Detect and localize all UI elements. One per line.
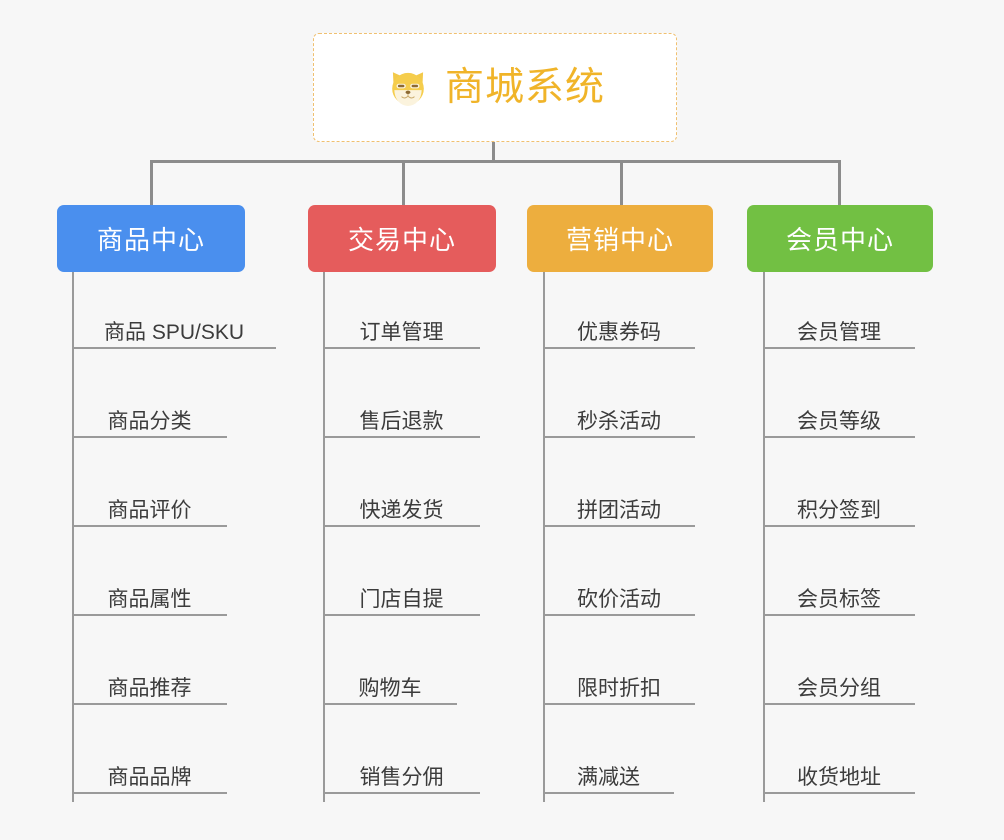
connector-trunk [492, 142, 495, 162]
list-item[interactable]: 商品评价 [72, 493, 227, 527]
category-box-products[interactable]: 商品中心 [57, 205, 245, 272]
page-title: 商城系统 [444, 66, 605, 109]
column-stem-4 [763, 272, 765, 802]
root-node-card[interactable]: 商城系统 [313, 33, 677, 142]
list-item-label: 砍价活动 [577, 587, 661, 611]
list-item[interactable]: 快递发货 [323, 493, 480, 527]
list-item[interactable]: 限时折扣 [543, 671, 695, 705]
shiba-dog-icon [385, 65, 431, 111]
list-item-label: 商品推荐 [107, 676, 192, 700]
list-item[interactable]: 商品 SPU/SKU [72, 315, 276, 349]
category-label: 会员中心 [785, 225, 894, 255]
list-item[interactable]: 购物车 [323, 671, 457, 705]
list-item-label: 门店自提 [359, 587, 444, 611]
connector-rail [150, 160, 841, 163]
list-item[interactable]: 销售分佣 [323, 760, 480, 794]
column-stem-1 [72, 272, 74, 802]
list-item[interactable]: 收货地址 [763, 760, 915, 794]
list-item[interactable]: 积分签到 [763, 493, 915, 527]
list-item[interactable]: 商品分类 [72, 404, 227, 438]
list-item[interactable]: 会员管理 [763, 315, 915, 349]
list-item[interactable]: 门店自提 [323, 582, 480, 616]
connector-branch-4 [838, 160, 841, 205]
list-item-label: 会员分组 [797, 676, 881, 700]
list-item-label: 收货地址 [797, 765, 881, 789]
category-label: 营销中心 [565, 225, 674, 255]
list-item[interactable]: 售后退款 [323, 404, 480, 438]
list-item-label: 售后退款 [359, 409, 444, 433]
list-item[interactable]: 商品属性 [72, 582, 227, 616]
list-item[interactable]: 订单管理 [323, 315, 480, 349]
list-item-label: 商品品牌 [107, 765, 192, 789]
category-box-members[interactable]: 会员中心 [747, 205, 933, 272]
category-box-marketing[interactable]: 营销中心 [527, 205, 713, 272]
list-item-label: 订单管理 [359, 320, 444, 344]
column-stem-2 [323, 272, 325, 802]
list-item[interactable]: 拼团活动 [543, 493, 695, 527]
list-item-label: 销售分佣 [359, 765, 444, 789]
list-item[interactable]: 会员分组 [763, 671, 915, 705]
category-label: 商品中心 [96, 225, 205, 255]
list-item-label: 拼团活动 [577, 498, 661, 522]
list-item[interactable]: 商品推荐 [72, 671, 227, 705]
list-item-label: 积分签到 [797, 498, 881, 522]
list-item[interactable]: 秒杀活动 [543, 404, 695, 438]
list-item[interactable]: 会员等级 [763, 404, 915, 438]
list-item[interactable]: 满减送 [543, 760, 674, 794]
list-item[interactable]: 会员标签 [763, 582, 915, 616]
list-item[interactable]: 商品品牌 [72, 760, 227, 794]
list-item-label: 会员标签 [797, 587, 881, 611]
list-item-label: 秒杀活动 [577, 409, 661, 433]
list-item-label: 会员等级 [797, 409, 881, 433]
list-item-label: 限时折扣 [577, 676, 661, 700]
column-stem-3 [543, 272, 545, 802]
connector-branch-1 [150, 160, 153, 205]
category-label: 交易中心 [347, 225, 456, 255]
list-item[interactable]: 砍价活动 [543, 582, 695, 616]
list-item-label: 满减送 [577, 765, 640, 789]
list-item-label: 快递发货 [359, 498, 444, 522]
list-item-label: 商品分类 [107, 409, 192, 433]
connector-branch-2 [402, 160, 405, 205]
list-item-label: 会员管理 [797, 320, 881, 344]
category-box-trade[interactable]: 交易中心 [308, 205, 496, 272]
list-item-label: 优惠券码 [577, 320, 661, 344]
list-item-label: 购物车 [358, 676, 422, 700]
list-item-label: 商品评价 [107, 498, 192, 522]
list-item-label: 商品属性 [107, 587, 192, 611]
list-item[interactable]: 优惠券码 [543, 315, 695, 349]
list-item-label: 商品 SPU/SKU [103, 320, 245, 344]
connector-branch-3 [620, 160, 623, 205]
